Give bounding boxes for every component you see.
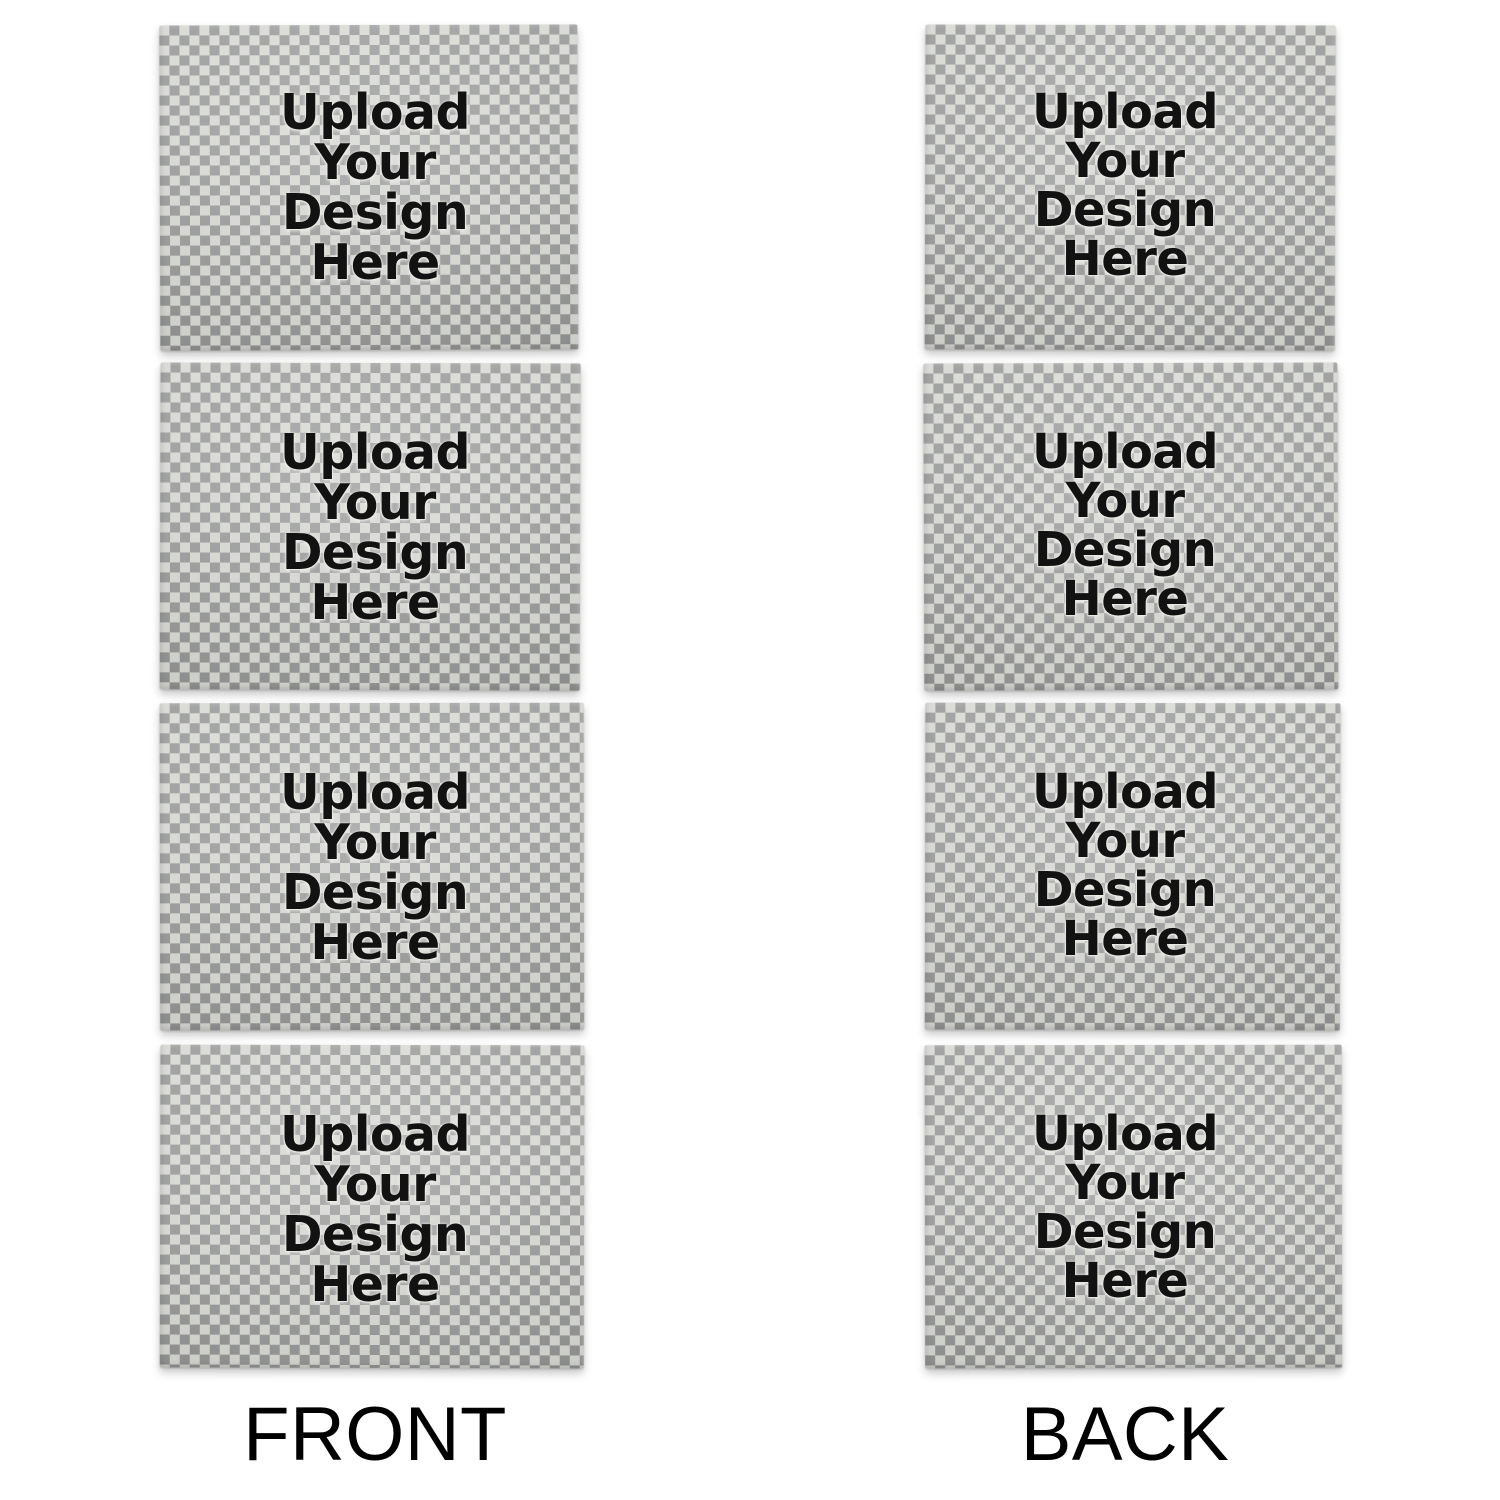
- product-mockup-front-2[interactable]: [159, 362, 581, 691]
- product-mockup-front-3[interactable]: [159, 702, 585, 1031]
- product-mockup-back-3[interactable]: [924, 702, 1341, 1031]
- product-mockup-front-1[interactable]: [159, 24, 579, 351]
- view-label-back: BACK: [1020, 1392, 1230, 1477]
- product-mockup-front-4[interactable]: [159, 1044, 585, 1369]
- front-view-column: Upload Your Design Here Upload Your Desi…: [0, 0, 750, 1500]
- view-label-front: FRONT: [243, 1392, 507, 1477]
- back-view-column: Upload Your Design Here Upload Your Desi…: [750, 0, 1500, 1500]
- product-mockup-back-4[interactable]: [924, 1044, 1343, 1369]
- product-mockup-back-2[interactable]: [923, 362, 1339, 691]
- product-mockup-back-1[interactable]: [924, 24, 1336, 351]
